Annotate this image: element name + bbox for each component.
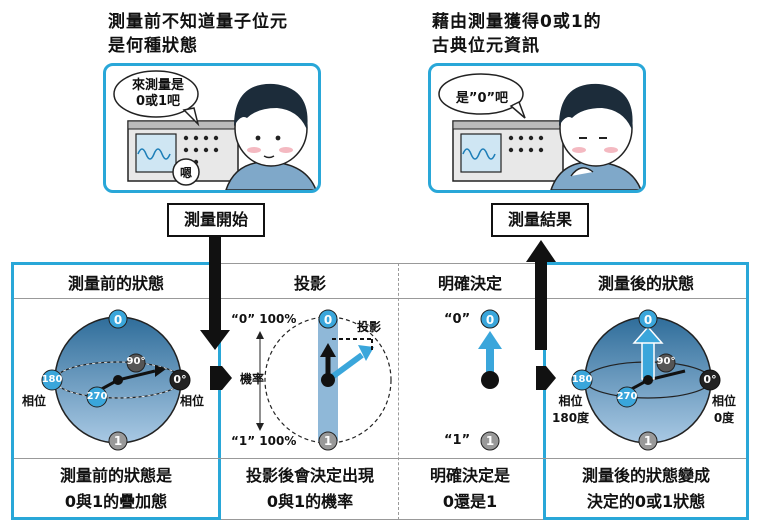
state-1-label: 1: [323, 434, 333, 448]
bubble-line: 來測量是: [131, 78, 184, 93]
footer-line: 0還是1: [442, 492, 498, 511]
panel-before-footer: 測量前的狀態是 0與1的疊加態: [14, 463, 218, 515]
person-thinking-icon: [225, 83, 317, 190]
caption-before-measure: 測量前不知道量子位元 是何種狀態: [108, 10, 288, 58]
deg-180-label: 180: [41, 374, 63, 385]
caption-after-measure: 藉由測量獲得0或1的 古典位元資訊: [432, 10, 602, 58]
state-1-label: 1: [113, 434, 123, 448]
panel-decide-footer: 明確決定是 0還是1: [400, 463, 540, 515]
footer-line: 決定的0或1狀態: [586, 492, 706, 511]
oscilloscope-icon: [127, 120, 239, 182]
title-divider: [14, 298, 746, 299]
panel-projection-footer: 投影後會決定出現 0與1的機率: [224, 463, 396, 515]
bloch-sphere-before: [41, 309, 191, 451]
probability-label: 機率: [240, 372, 265, 386]
panel-divider: [398, 263, 399, 520]
deg-270-label: 270: [616, 391, 638, 402]
phase-label-right: 相位 0度: [712, 392, 736, 426]
state-1-label: 1: [643, 434, 653, 448]
footer-line: 測量前的狀態是: [59, 466, 172, 485]
prob-0-label: “0” 100%: [231, 312, 297, 326]
bloch-sphere-after: [571, 309, 721, 451]
panel-after-frame: [543, 262, 749, 520]
bottom-border: [221, 519, 543, 520]
bubble-text: 是”0”吧: [455, 91, 509, 106]
state-0-label: 0: [113, 313, 123, 327]
bubble-line: 0或1吧: [135, 94, 181, 109]
panel-projection-title: 投影: [293, 274, 326, 293]
person-thinking-icon: [550, 83, 642, 190]
phase-label-line: 180度: [552, 411, 590, 425]
decision-diagram: [478, 309, 502, 451]
speech-bubble: [438, 73, 524, 115]
footer-line: 0與1的疊加態: [64, 492, 168, 511]
prob-1-label: “1” 100%: [231, 434, 297, 448]
phase-label-line: 相位: [712, 394, 737, 408]
phase-label-left: 相位: [22, 394, 47, 408]
hm-bubble: [172, 158, 200, 186]
deg-90-label: 90°: [126, 356, 146, 367]
state-1-node: [108, 431, 128, 451]
footer-line: 投影後會決定出現: [245, 466, 374, 485]
scene-measure-result: 是”0”吧: [428, 63, 646, 193]
deg-0-label: 0°: [703, 373, 717, 386]
quote-0-label: “0”: [444, 312, 471, 327]
phase-90-node: [126, 353, 146, 373]
phase-label-right: 相位: [180, 394, 205, 408]
state-1-label: 1: [485, 434, 495, 448]
hm-text: 嗯: [179, 166, 192, 180]
projection-diagram: [256, 309, 392, 451]
oscilloscope-icon: [452, 120, 564, 182]
caption-line: 古典位元資訊: [432, 36, 540, 56]
footer-line: 測量後的狀態變成: [581, 466, 710, 485]
measure-result-label: 測量結果: [491, 203, 589, 237]
state-0-node: [108, 309, 128, 329]
quote-1-label: “1”: [444, 433, 471, 448]
phase-270-node: [86, 386, 108, 408]
deg-0-label: 0°: [173, 373, 187, 386]
phase-0-node: [169, 369, 191, 391]
state-0-label: 0: [485, 313, 495, 327]
phase-label-left: 相位 180度: [552, 392, 589, 426]
top-border: [221, 263, 543, 264]
phase-label-line: 0度: [713, 411, 735, 425]
panel-before-frame: [11, 262, 221, 520]
deg-90-label: 90°: [656, 356, 676, 367]
scene-measure-start: 來測量是 0或1吧 嗯: [103, 63, 321, 193]
panel-before-title: 測量前的狀態: [67, 274, 164, 293]
phase-label-line: 相位: [558, 394, 583, 408]
foot-divider: [14, 458, 746, 459]
caption-line: 測量前不知道量子位元: [108, 12, 288, 32]
caption-line: 是何種狀態: [108, 36, 198, 56]
projection-label: 投影: [357, 320, 382, 334]
panel-after-footer: 測量後的狀態變成 決定的0或1狀態: [546, 463, 746, 515]
bubble-text: 來測量是 0或1吧: [128, 78, 188, 110]
footer-line: 0與1的機率: [266, 492, 354, 511]
speech-bubble: [113, 70, 199, 118]
panel-decide-title: 明確決定: [437, 274, 502, 293]
phase-180-node: [41, 369, 63, 391]
state-0-label: 0: [323, 313, 333, 327]
deg-180-label: 180: [571, 374, 593, 385]
panel-after-title: 測量後的狀態: [597, 274, 694, 293]
footer-line: 明確決定是: [429, 466, 510, 485]
caption-line: 藉由測量獲得0或1的: [432, 12, 602, 32]
measure-start-label: 測量開始: [167, 203, 265, 237]
state-0-label: 0: [643, 313, 653, 327]
deg-270-label: 270: [86, 391, 108, 402]
